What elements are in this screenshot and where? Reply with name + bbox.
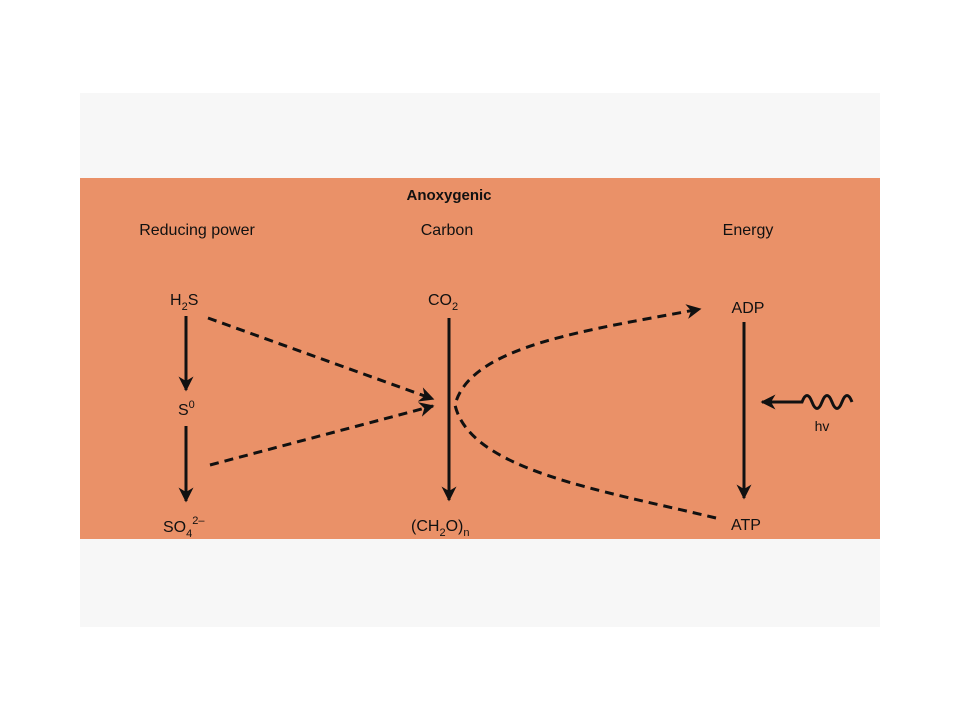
light-wave-icon: [760, 394, 854, 410]
label-co2: CO2: [428, 292, 458, 313]
label-s0: S0: [178, 399, 195, 419]
diagram-background: [80, 178, 880, 539]
dashed-arrow-h2s-to-co2: [207, 316, 435, 402]
header-reducing-power: Reducing power: [139, 222, 255, 239]
diagram-title: Anoxygenic: [406, 187, 491, 204]
dashed-curve-atp-to-adp: [453, 304, 717, 520]
label-atp: ATP: [731, 517, 761, 534]
label-ch2o-n: (CH2O)n: [411, 518, 469, 539]
label-h2s: H2S: [170, 292, 198, 313]
label-so4: SO42–: [163, 515, 205, 540]
header-carbon: Carbon: [421, 222, 473, 239]
dashed-arrow-s0-to-co2: [209, 402, 435, 467]
label-adp: ADP: [732, 300, 765, 317]
header-energy: Energy: [723, 222, 774, 239]
label-hv: hv: [815, 418, 830, 434]
